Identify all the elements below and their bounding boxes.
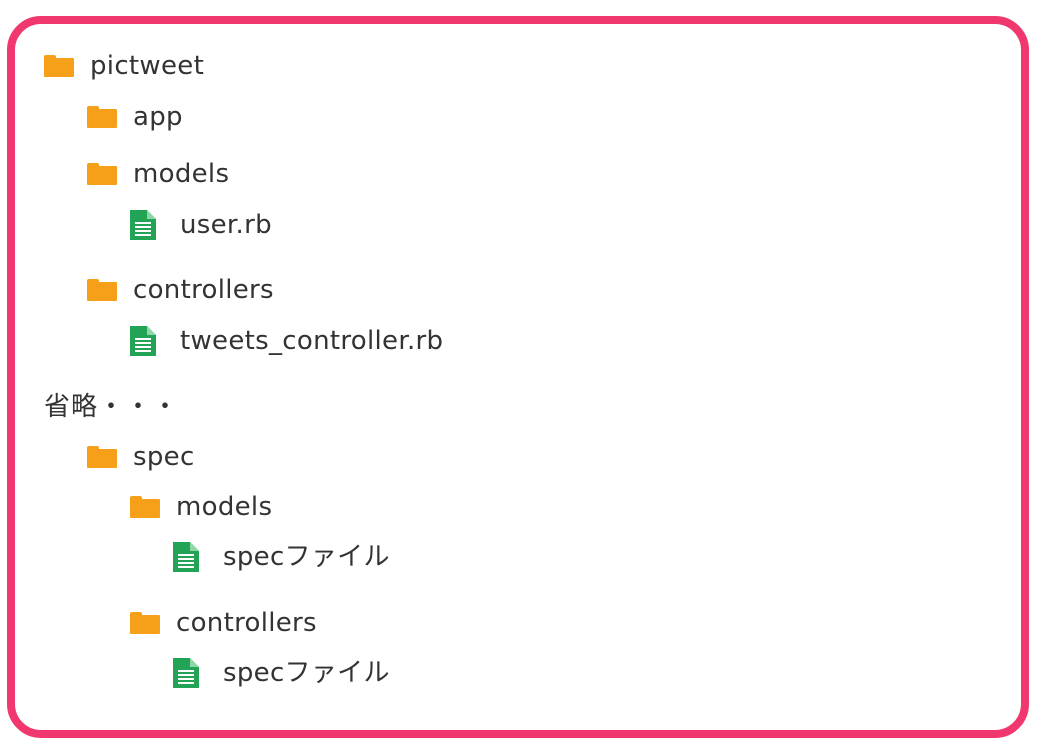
tree-item-label: specファイル	[223, 542, 390, 572]
folder-icon	[130, 496, 160, 518]
folder-icon	[130, 612, 160, 634]
tree-item-label: pictweet	[90, 51, 205, 81]
folder-icon	[87, 163, 117, 185]
file-icon	[173, 658, 199, 688]
tree-item-label: controllers	[176, 608, 317, 638]
tree-item-pictweet: pictweet	[44, 48, 204, 84]
tree-item-spec-controllers: controllers	[130, 605, 317, 641]
file-icon	[130, 326, 156, 356]
tree-item-app: app	[87, 99, 183, 135]
folder-icon	[44, 55, 74, 77]
tree-item-user-rb: user.rb	[130, 207, 272, 243]
directory-tree-frame	[7, 16, 1029, 738]
tree-item-label: app	[133, 102, 183, 132]
tree-item-label: tweets_controller.rb	[180, 326, 444, 356]
folder-icon	[87, 279, 117, 301]
tree-item-spec-models: models	[130, 489, 272, 525]
tree-item-tweets-controller-rb: tweets_controller.rb	[130, 323, 443, 359]
tree-item-models: models	[87, 156, 229, 192]
tree-item-label: spec	[133, 442, 195, 472]
file-icon	[173, 542, 199, 572]
tree-item-spec-controllers-file: specファイル	[173, 655, 390, 691]
file-icon	[130, 210, 156, 240]
folder-icon	[87, 106, 117, 128]
folder-icon	[87, 446, 117, 468]
tree-item-label: controllers	[133, 275, 274, 305]
tree-item-spec-models-file: specファイル	[173, 539, 390, 575]
tree-item-spec: spec	[87, 439, 195, 475]
tree-item-label: user.rb	[180, 210, 272, 240]
omitted-note: 省略・・・	[44, 392, 180, 422]
tree-item-label: models	[176, 492, 273, 522]
tree-item-label: specファイル	[223, 658, 390, 688]
tree-item-label: models	[133, 159, 230, 189]
tree-item-controllers: controllers	[87, 272, 274, 308]
